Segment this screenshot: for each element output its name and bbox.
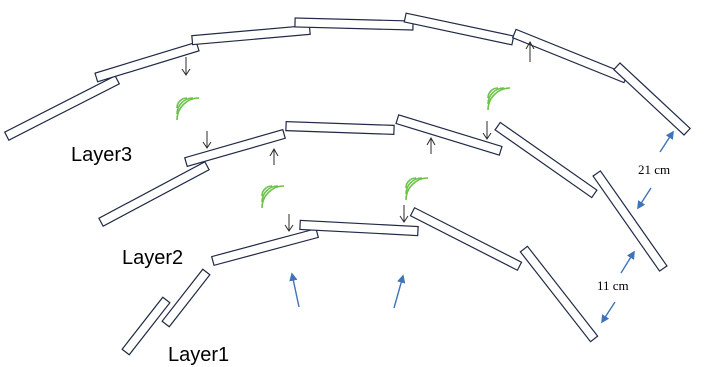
layer3-plates xyxy=(3,12,692,141)
arrow-up-icon xyxy=(393,274,406,309)
dimension-label-inner: 11 cm xyxy=(597,278,629,293)
wifi-wave-icon xyxy=(487,87,511,111)
arrow-up-icon xyxy=(289,272,300,308)
plate xyxy=(191,24,311,46)
plate xyxy=(612,62,692,136)
wifi-wave-icon xyxy=(405,177,429,201)
incoming-arrows xyxy=(289,272,406,309)
wifi-wave-icon xyxy=(176,97,200,121)
arrow-up-icon xyxy=(426,136,436,154)
plate xyxy=(183,128,287,168)
plate xyxy=(403,12,515,46)
arrow-down-icon xyxy=(202,131,212,149)
arrow-down-icon xyxy=(482,121,492,140)
wireless-waves xyxy=(176,87,511,209)
dimension-arrow-icon xyxy=(637,187,652,210)
arrow-up-icon xyxy=(525,40,535,62)
plate xyxy=(98,161,210,227)
plate xyxy=(409,206,523,272)
plate xyxy=(161,268,211,328)
plate xyxy=(395,114,503,156)
plate xyxy=(294,17,414,31)
dimension-label-outer: 21 cm xyxy=(638,162,670,177)
plate xyxy=(210,227,320,267)
dimension-inner: 11 cm xyxy=(597,250,635,324)
plate xyxy=(94,41,200,83)
wifi-wave-icon xyxy=(261,185,285,209)
dimension-outer: 21 cm xyxy=(637,130,674,210)
dimension-arrow-icon xyxy=(620,250,635,274)
plate xyxy=(299,219,419,237)
plate xyxy=(494,121,598,199)
arrow-down-icon xyxy=(284,214,294,232)
receiver-arrows xyxy=(181,40,535,232)
plate xyxy=(592,170,668,272)
layer2-plates xyxy=(98,114,668,272)
layer3-label: Layer3 xyxy=(71,144,133,166)
dimension-arrow-icon xyxy=(601,301,616,324)
layer2-label: Layer2 xyxy=(122,247,184,269)
plate xyxy=(3,75,121,141)
plate xyxy=(285,120,395,136)
arrow-down-icon xyxy=(181,57,191,76)
layer1-plates xyxy=(121,206,599,356)
plate xyxy=(519,245,599,343)
dimension-arrow-icon xyxy=(659,130,674,153)
layer1-label: Layer1 xyxy=(168,344,230,366)
arrow-down-icon xyxy=(399,205,409,223)
plate xyxy=(121,296,171,356)
arrow-up-icon xyxy=(269,147,279,165)
